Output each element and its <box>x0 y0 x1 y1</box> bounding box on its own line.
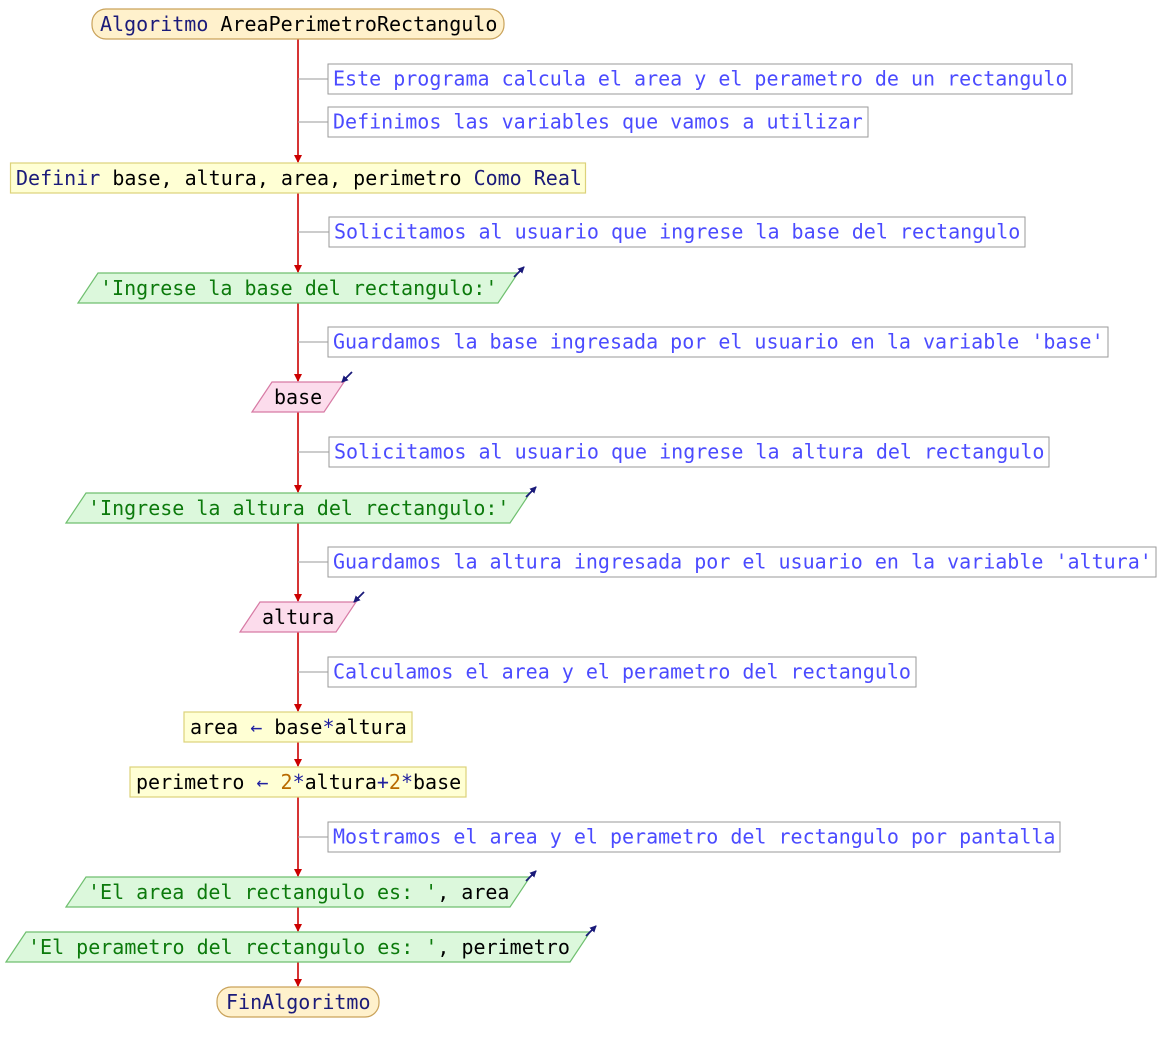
assign2-token: altura <box>305 770 377 794</box>
process-assign2: perimetro ← 2*altura+2*base <box>129 766 467 798</box>
comment-text: Mostramos el area y el perametro del rec… <box>333 825 1055 849</box>
define-token: Definir <box>16 166 112 190</box>
output-arrow-icon <box>585 925 597 937</box>
comment-box <box>327 656 917 688</box>
output-arrow-icon <box>525 486 537 498</box>
process-shape <box>9 162 587 194</box>
comment-box <box>328 216 1026 248</box>
comment-comment2: Definimos las variables que vamos a util… <box>298 106 869 138</box>
assign2-token: 2 <box>281 770 293 794</box>
write3-token: , area <box>437 880 509 904</box>
start-token: AreaPerimetroRectangulo <box>220 12 497 36</box>
read2-token: altura <box>262 605 334 629</box>
read2-text: altura <box>262 605 334 629</box>
assign1-token: * <box>322 715 334 739</box>
input-read1: base <box>250 371 353 413</box>
comment-box <box>327 106 869 138</box>
comment-comment4: Guardamos la base ingresada por el usuar… <box>298 326 1109 358</box>
write3-text: 'El area del rectangulo es: ', area <box>88 880 509 904</box>
assign1-text: area ← base*altura <box>190 715 407 739</box>
define-text: Definir base, altura, area, perimetro Co… <box>16 166 582 190</box>
assign2-token: 2 <box>389 770 401 794</box>
assign1-token: altura <box>335 715 407 739</box>
terminal-shape <box>216 986 380 1018</box>
define-token: base, altura, area, perimetro <box>112 166 473 190</box>
write1-text: 'Ingrese la base del rectangulo:' <box>100 276 497 300</box>
end-text: FinAlgoritmo <box>226 990 371 1014</box>
start-text: Algoritmo AreaPerimetroRectangulo <box>100 12 497 36</box>
assign2-token: base <box>413 770 461 794</box>
comment-box <box>327 821 1061 853</box>
comment-comment7: Calculamos el area y el perametro del re… <box>298 656 917 688</box>
output-arrow-icon <box>513 266 525 278</box>
input-read2: altura <box>238 591 365 633</box>
assign2-token: * <box>401 770 413 794</box>
write2-token: 'Ingrese la altura del rectangulo:' <box>88 496 509 520</box>
comment-comment8: Mostramos el area y el perametro del rec… <box>298 821 1061 853</box>
end-token: FinAlgoritmo <box>226 990 371 1014</box>
assign2-token <box>268 770 280 794</box>
assign2-token: perimetro <box>136 770 256 794</box>
process-assign1: area ← base*altura <box>183 711 413 743</box>
comment-text: Solicitamos al usuario que ingrese la al… <box>334 440 1044 464</box>
terminal-end: FinAlgoritmo <box>216 986 380 1018</box>
comment-text: Este programa calcula el area y el peram… <box>333 67 1068 91</box>
write4-token: 'El perametro del rectangulo es: ' <box>28 935 437 959</box>
process-shape <box>129 766 467 798</box>
write1-token: 'Ingrese la base del rectangulo:' <box>100 276 497 300</box>
process-shape <box>183 711 413 743</box>
comment-box <box>328 436 1050 468</box>
terminal-shape <box>91 8 505 40</box>
comment-box <box>327 546 1157 578</box>
output-write1: 'Ingrese la base del rectangulo:' <box>76 266 525 304</box>
comment-box <box>327 326 1109 358</box>
define-token: Como Real <box>474 166 582 190</box>
comment-comment1: Este programa calcula el area y el peram… <box>298 63 1073 95</box>
comment-comment5: Solicitamos al usuario que ingrese la al… <box>298 436 1050 468</box>
comment-text: Guardamos la base ingresada por el usuar… <box>333 330 1104 354</box>
comment-comment6: Guardamos la altura ingresada por el usu… <box>298 546 1157 578</box>
comment-comment3: Solicitamos al usuario que ingrese la ba… <box>298 216 1026 248</box>
input-arrow-icon <box>353 591 365 603</box>
process-define: Definir base, altura, area, perimetro Co… <box>9 162 587 194</box>
output-write4: 'El perametro del rectangulo es: ', peri… <box>4 925 597 963</box>
comment-text: Guardamos la altura ingresada por el usu… <box>333 550 1152 574</box>
output-write3: 'El area del rectangulo es: ', area <box>64 870 537 908</box>
terminal-start: Algoritmo AreaPerimetroRectangulo <box>91 8 505 40</box>
read1-text: base <box>274 385 322 409</box>
assign2-token: * <box>293 770 305 794</box>
comment-text: Solicitamos al usuario que ingrese la ba… <box>334 220 1020 244</box>
comment-text: Calculamos el area y el perametro del re… <box>333 660 911 684</box>
comment-box <box>327 63 1073 95</box>
input-arrow-icon <box>341 371 353 383</box>
comment-text: Definimos las variables que vamos a util… <box>333 110 863 134</box>
write4-token: , perimetro <box>437 935 569 959</box>
assign1-token: ← <box>250 715 262 739</box>
assign2-text: perimetro ← 2*altura+2*base <box>136 770 461 794</box>
read1-token: base <box>274 385 322 409</box>
output-write2: 'Ingrese la altura del rectangulo:' <box>64 486 537 524</box>
assign1-token: base <box>262 715 322 739</box>
assign2-token: ← <box>256 770 268 794</box>
start-token: Algoritmo <box>100 12 220 36</box>
assign1-token: area <box>190 715 250 739</box>
write3-token: 'El area del rectangulo es: ' <box>88 880 437 904</box>
write4-text: 'El perametro del rectangulo es: ', peri… <box>28 935 570 959</box>
assign2-token: + <box>377 770 389 794</box>
write2-text: 'Ingrese la altura del rectangulo:' <box>88 496 509 520</box>
output-arrow-icon <box>525 870 537 882</box>
